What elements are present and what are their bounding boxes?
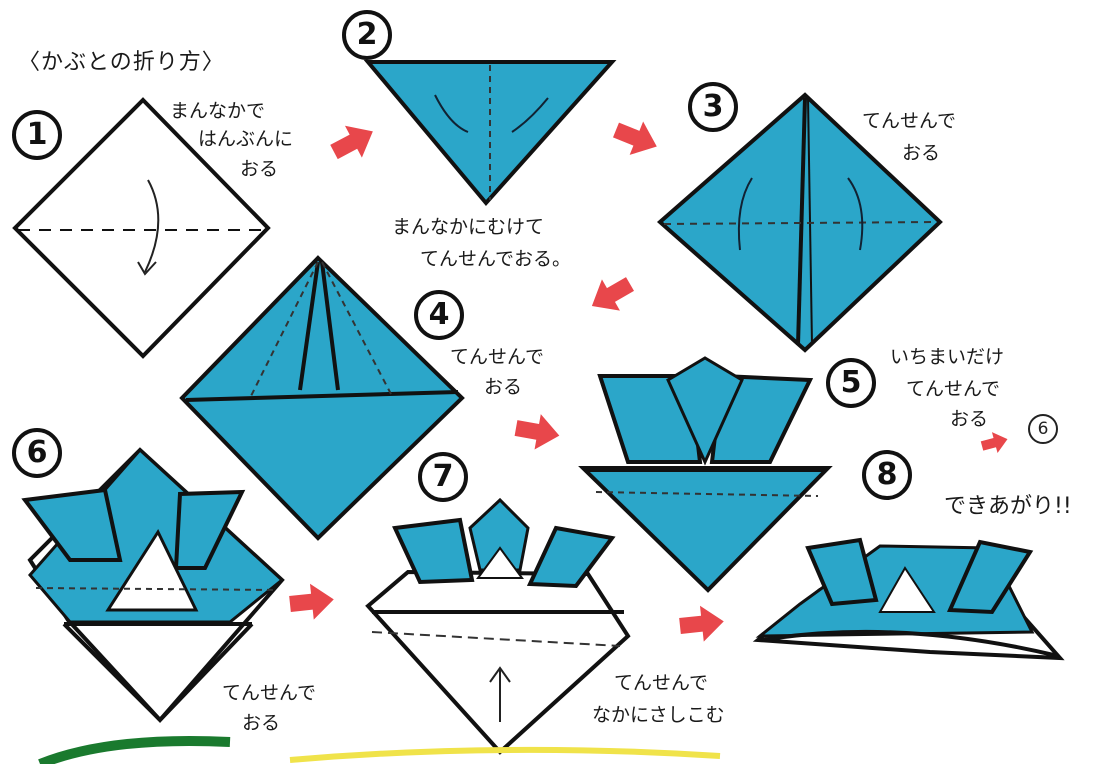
step-number-3: 3 (688, 82, 738, 132)
step3-text-line2: おる (902, 140, 940, 166)
arrow-6-to-7 (288, 581, 336, 621)
bottom-decoration (40, 741, 720, 764)
arrow-4-to-5 (513, 410, 563, 453)
page-title: 〈かぶとの折り方〉 (18, 50, 225, 76)
arrow-1-to-2 (326, 115, 382, 167)
step4-text-line1: てんせんで (450, 344, 544, 370)
arrow-to-6-small (979, 429, 1010, 457)
step1-text-line3: おる (240, 156, 278, 182)
step8-text: できあがり!! (944, 494, 1072, 520)
step1-text-line1: まんなかで (170, 98, 265, 124)
step8-diagram (758, 540, 1060, 658)
step6-text-line2: おる (242, 710, 280, 736)
arrow-2-to-3 (609, 113, 663, 163)
step6-text-line1: てんせんで (222, 680, 316, 706)
step-number-1: 1 (12, 110, 62, 160)
step7-text-line1: てんせんで (614, 670, 708, 696)
step7-diagram (368, 500, 628, 752)
arrow-3-to-4 (583, 268, 639, 321)
step-number-7: 7 (418, 452, 468, 502)
step5-ref-number: 6 (1028, 414, 1058, 444)
step-number-5: 5 (826, 358, 876, 408)
step5-diagram (583, 358, 828, 590)
step-number-6: 6 (12, 428, 62, 478)
step5-text-line2: てんせんで (906, 376, 1000, 402)
step1-text-line2: はんぶんに (198, 126, 293, 152)
step3-text-line1: てんせんで (862, 108, 956, 134)
step2-text-line2: てんせんでおる。 (420, 246, 571, 272)
step7-text-line2: なかにさしこむ (592, 702, 725, 728)
step-number-2: 2 (342, 10, 392, 60)
step2-text-line1: まんなかにむけて (392, 214, 544, 240)
step-number-4: 4 (414, 290, 464, 340)
step2-diagram (368, 62, 612, 203)
step-number-8: 8 (862, 450, 912, 500)
step5-text-line1: いちまいだけ (890, 344, 1004, 370)
step5-text-line3: おる (950, 406, 988, 432)
step4-text-line2: おる (484, 374, 522, 400)
arrow-7-to-8 (678, 603, 726, 643)
